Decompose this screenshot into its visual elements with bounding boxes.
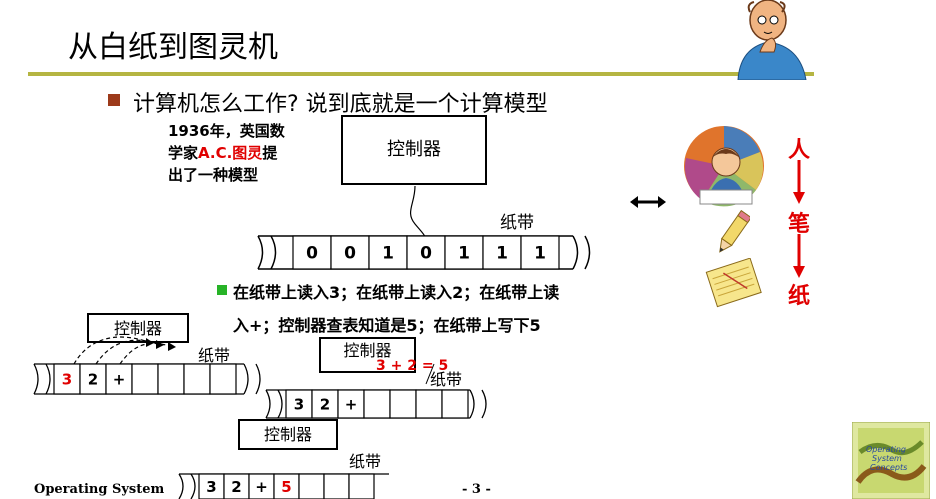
main-tape-cell [330,235,370,270]
main-tape-cell [520,235,560,270]
tape1-symbol: 2 [88,370,98,388]
tape-label-step1: 纸带 [198,346,231,365]
tape2-symbol: + [345,395,358,413]
tape1-symbol: + [113,370,126,388]
note-line-2: 学家A.C.图灵提 [168,142,285,164]
down-arrow-2 [793,234,805,278]
tape2-symbol: 2 [320,395,330,413]
turing-name: A.C.图灵 [198,144,263,162]
tape3-symbol: 2 [231,478,241,496]
tape3-symbol: + [255,478,268,496]
label-pen: 笔 [788,212,811,237]
note-line-2-pre: 学家 [168,144,199,162]
controller-box-step2: 控制器 [319,337,416,373]
slide-title: 从白纸到图灵机 [68,30,278,65]
subtitle: 计算机怎么工作? 说到底就是一个计算模型 [133,92,548,117]
label-person: 人 [788,138,811,163]
tape2-cell [337,389,365,419]
main-tape-symbol: 1 [496,244,508,264]
main-tape-label: 纸带 [500,213,534,233]
tape3-cell [348,473,375,499]
tape2-symbol: 3 [294,395,304,413]
main-tape-cell [292,235,332,270]
svg-text:System: System [872,454,902,463]
main-tape-diagram: 0 0 1 0 1 1 1 [257,185,591,270]
double-arrow-icon [630,196,666,208]
page-number: - 3 - [462,482,491,497]
note-line-2-post: 提 [262,144,278,162]
tape3-cell [323,473,350,499]
tape2-cell [441,389,469,419]
svg-text:Concepts: Concepts [870,463,907,472]
main-tape-symbol: 0 [306,244,318,264]
tape1-cell [131,363,159,395]
controller-box-step2-label: 控制器 [343,341,392,360]
title-rule [28,72,814,76]
child-drawing-icon [684,126,764,207]
note-line-1: 1936年，英国数 [168,122,285,140]
tape1-cell [157,363,185,395]
subtitle-bullet [108,94,120,106]
tape-label-step2: 纸带 [430,370,463,389]
label-paper: 纸 [788,284,811,309]
main-tape-symbol: 1 [458,244,470,264]
tape3-cell [248,473,275,499]
tape-label-step3: 纸带 [349,452,382,471]
steps-bullet [217,285,227,295]
main-tape-symbol: 1 [382,244,394,264]
tape3-cell [298,473,325,499]
equation: 3 + 2 = 5 [376,358,449,374]
history-note: 1936年，英国数 学家A.C.图灵提 出了一种模型 [168,120,285,186]
thinking-man-icon [737,0,807,80]
footer-course: Operating System [34,482,165,497]
main-tape-symbol: 0 [420,244,432,264]
main-tape-symbol: 0 [344,244,356,264]
controller-box-step1: 控制器 [87,313,189,343]
down-arrow-1 [793,160,805,204]
tape1-cell [105,363,133,395]
main-controller-box: 控制器 [341,115,487,185]
tape2-cell [363,389,391,419]
steps-line-2: 入+；控制器查表知道是5；在纸带上写下5 [233,316,541,335]
tape3-symbol: 5 [281,478,291,496]
notepad-icon [705,258,762,308]
note-line-3: 出了一种模型 [168,166,259,184]
os-book-icon: Operating System Concepts [852,422,930,499]
tape1-symbol: 3 [62,370,72,388]
pencil-icon [719,210,750,253]
steps-line-1: 在纸带上读入3；在纸带上读入2；在纸带上读 [233,283,560,302]
tape2-cell [415,389,443,419]
tape2-cell [389,389,417,419]
tape3-symbol: 3 [206,478,216,496]
controller-box-step3: 控制器 [238,419,338,450]
tape1-cell [209,363,237,395]
main-tape-symbol: 1 [534,244,546,264]
svg-text:Operating: Operating [866,445,906,454]
tape1-cell [183,363,211,395]
